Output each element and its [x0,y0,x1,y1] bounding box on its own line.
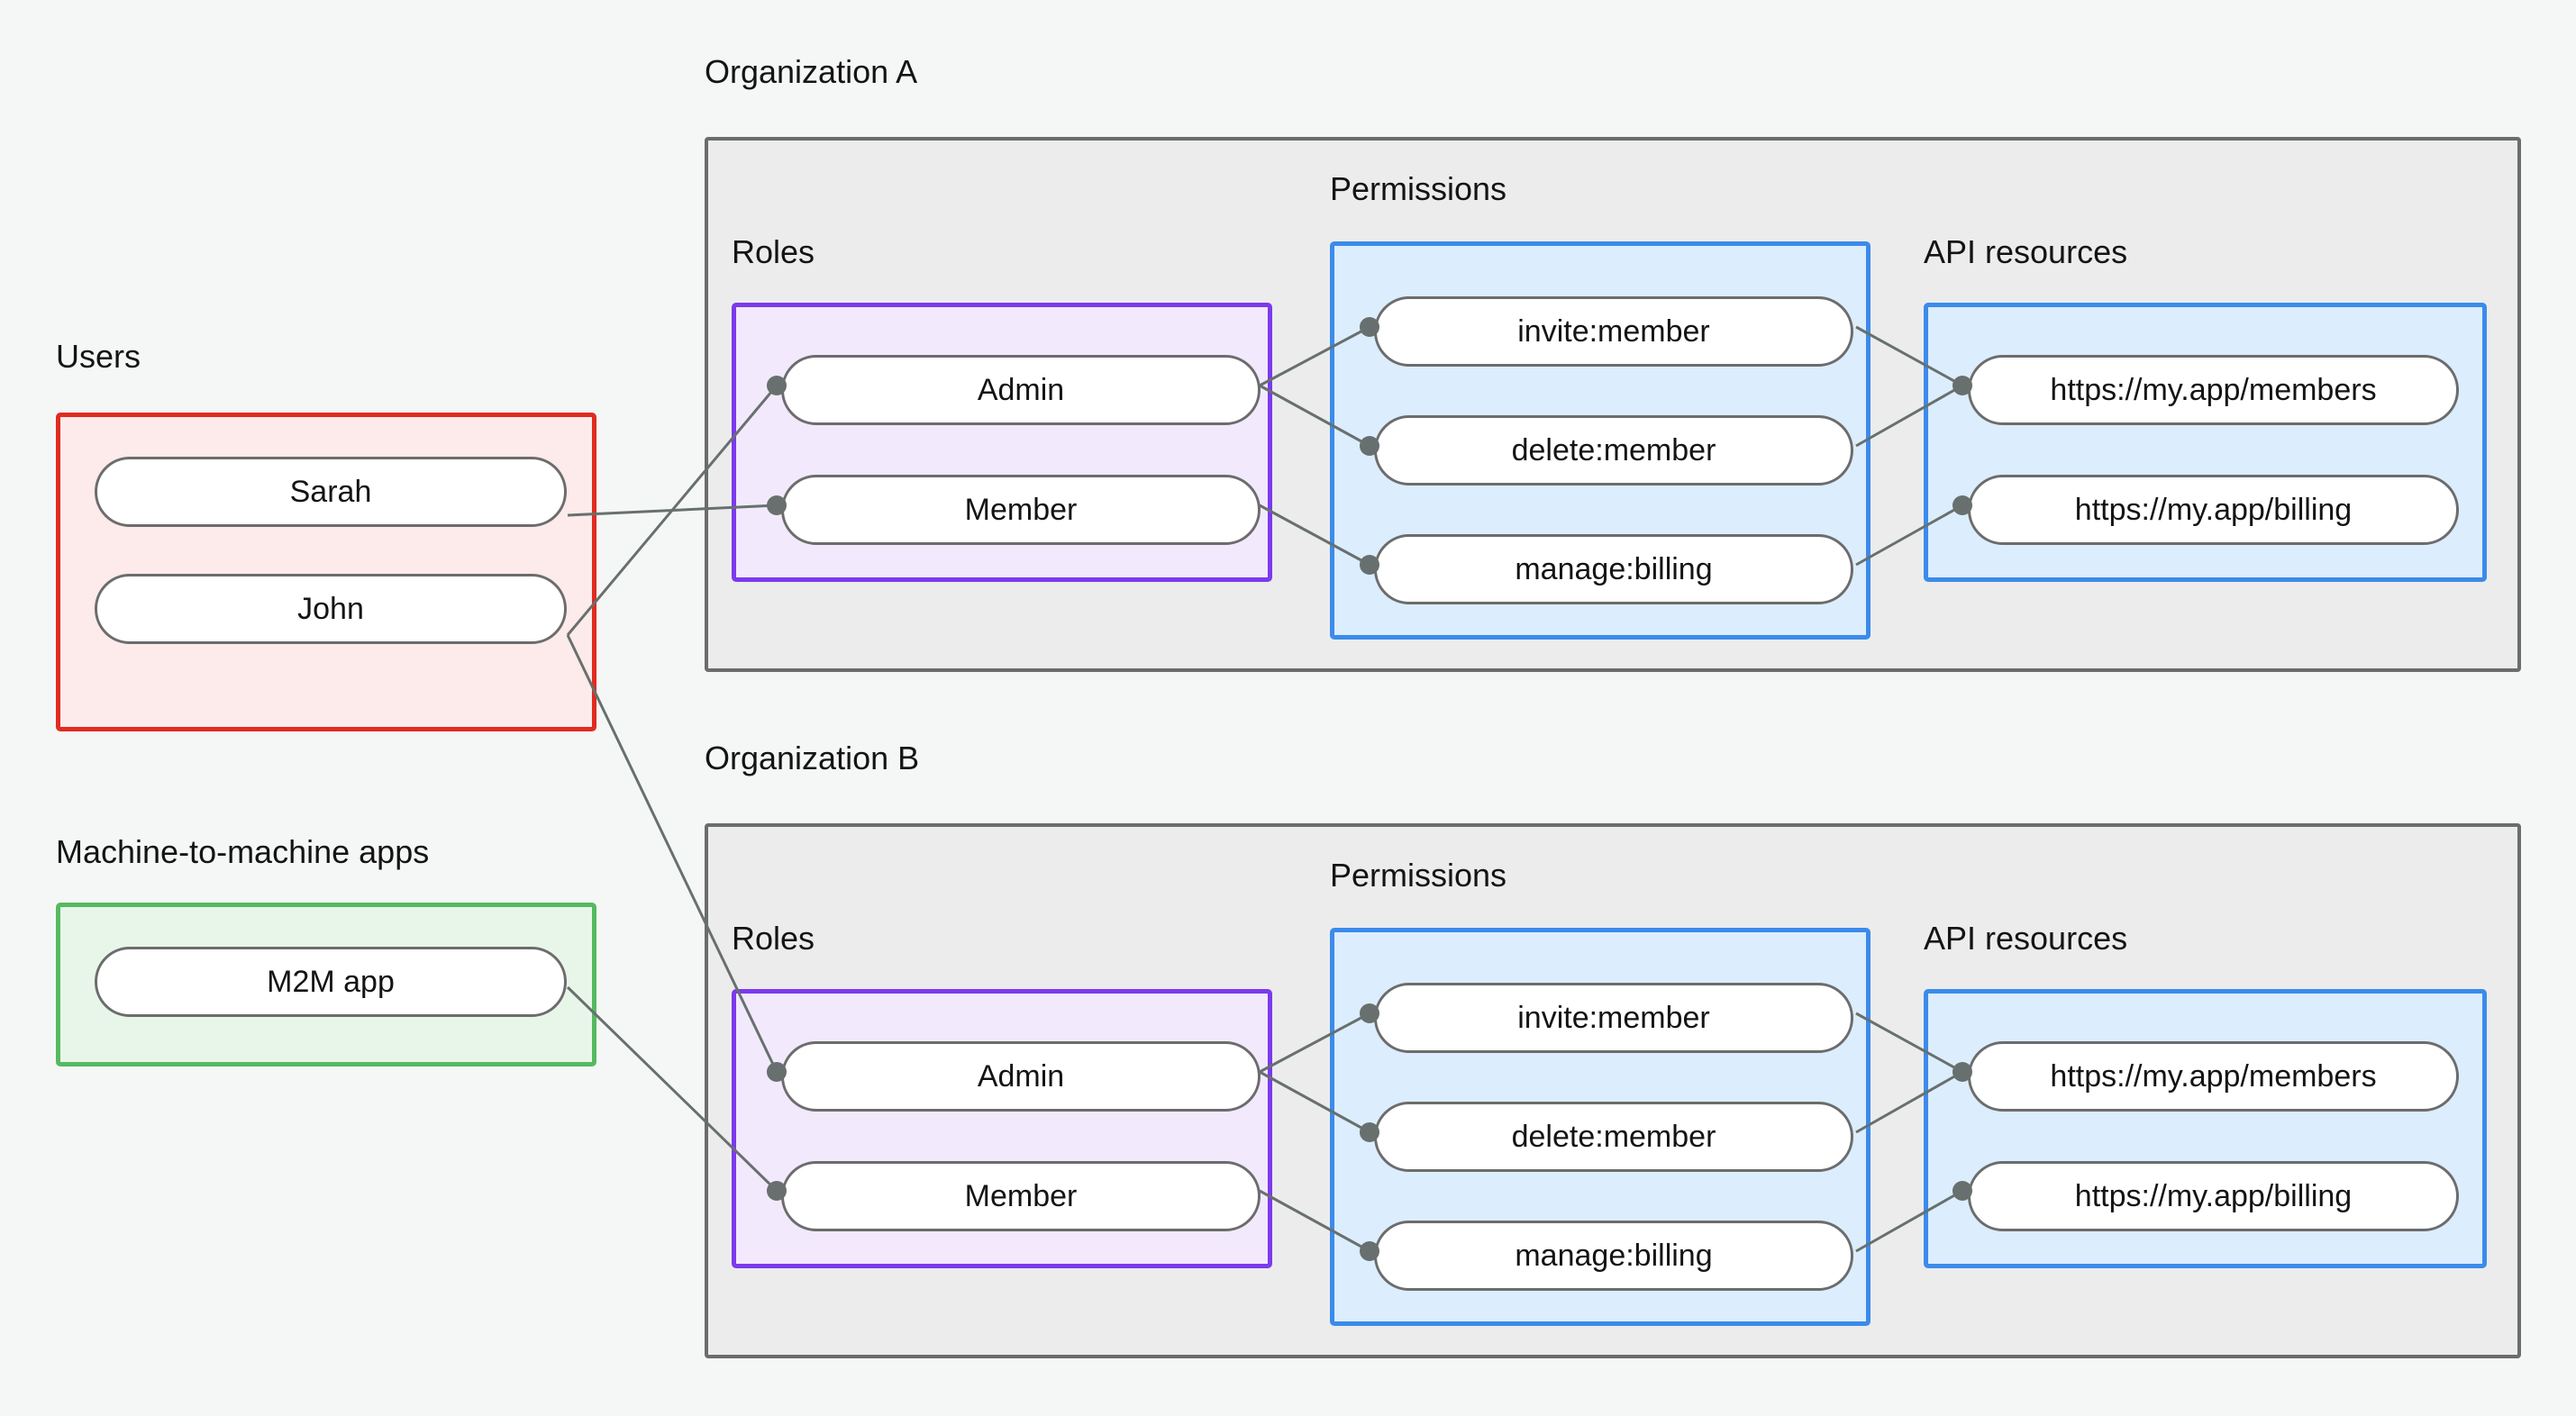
org-a-permissions-box: invite:member delete:member manage:billi… [1330,241,1871,640]
organization-b-label: Organization B [705,740,920,776]
org-a-api-resource-billing[interactable]: https://my.app/billing [1968,475,2459,545]
m2m-group-label: Machine-to-machine apps [56,833,430,870]
user-node-sarah[interactable]: Sarah [95,457,567,527]
org-a-permission-invite-member[interactable]: invite:member [1374,296,1853,367]
users-group-label: Users [56,338,141,375]
org-a-roles-label: Roles [732,233,815,270]
org-b-role-member[interactable]: Member [781,1161,1261,1231]
org-b-permissions-label: Permissions [1330,857,1507,894]
org-a-api-resources-box: https://my.app/members https://my.app/bi… [1924,303,2487,582]
org-a-role-admin[interactable]: Admin [781,355,1261,425]
org-a-api-resources-label: API resources [1924,233,2128,270]
org-a-permission-delete-member[interactable]: delete:member [1374,415,1853,486]
m2m-group-box: M2M app [56,903,596,1067]
org-b-permission-manage-billing[interactable]: manage:billing [1374,1221,1853,1291]
org-b-roles-label: Roles [732,920,815,957]
org-a-permission-manage-billing[interactable]: manage:billing [1374,534,1853,604]
org-a-api-resource-members[interactable]: https://my.app/members [1968,355,2459,425]
org-a-roles-box: Admin Member [732,303,1272,582]
user-node-john[interactable]: John [95,574,567,644]
org-b-role-admin[interactable]: Admin [781,1041,1261,1112]
org-b-permission-delete-member[interactable]: delete:member [1374,1102,1853,1172]
org-b-permissions-box: invite:member delete:member manage:billi… [1330,928,1871,1326]
org-b-api-resource-billing[interactable]: https://my.app/billing [1968,1161,2459,1231]
organization-a-label: Organization A [705,53,918,90]
org-b-roles-box: Admin Member [732,989,1272,1268]
org-b-api-resources-label: API resources [1924,920,2128,957]
users-group-box: Sarah John [56,413,596,731]
org-a-permissions-label: Permissions [1330,170,1507,207]
org-a-role-member[interactable]: Member [781,475,1261,545]
m2m-node-app[interactable]: M2M app [95,947,567,1017]
org-b-permission-invite-member[interactable]: invite:member [1374,983,1853,1053]
org-b-api-resources-box: https://my.app/members https://my.app/bi… [1924,989,2487,1268]
org-b-api-resource-members[interactable]: https://my.app/members [1968,1041,2459,1112]
